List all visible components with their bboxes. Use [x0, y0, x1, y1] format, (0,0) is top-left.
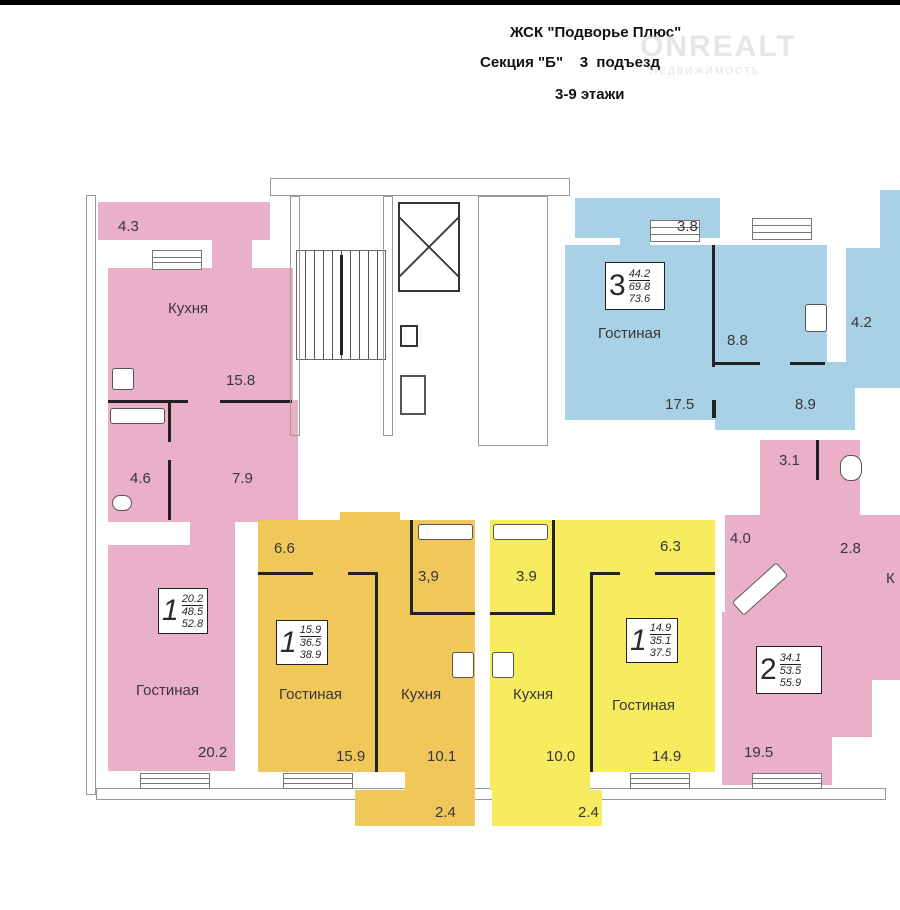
room-area: 10.1 — [427, 748, 457, 765]
room-area: 8.9 — [795, 396, 816, 413]
room-area: 3.1 — [779, 452, 800, 469]
room-area: 19.5 — [744, 744, 774, 761]
title-floors: 3-9 этажи — [555, 86, 625, 103]
room-area: 4.2 — [851, 314, 872, 331]
room-area: 3.8 — [677, 218, 698, 235]
room-area: 4.0 — [730, 530, 751, 547]
room-area: 4.6 — [130, 470, 151, 487]
watermark: ONREALT — [640, 30, 797, 63]
room-area: 3.9 — [516, 568, 537, 585]
room-area: 14.9 — [652, 748, 682, 765]
room-label: Кухня — [401, 686, 442, 703]
outer-wall-left — [86, 195, 96, 795]
room-label: Гостиная — [136, 682, 199, 699]
room-area: 4.3 — [118, 218, 139, 235]
room-label: Кухня — [513, 686, 554, 703]
room-area: 15.9 — [336, 748, 366, 765]
room-area: 20.2 — [198, 744, 228, 761]
room-area: 2.8 — [840, 540, 861, 557]
room-area: 10.0 — [546, 748, 576, 765]
room-area: 7.9 — [232, 470, 253, 487]
room-label: Кухня — [168, 300, 209, 317]
outer-wall-top — [270, 178, 570, 196]
room-area: 2.4 — [435, 804, 456, 821]
room-area: 6.6 — [274, 540, 295, 557]
room-label: Гостиная — [598, 325, 661, 342]
room-area: 6.3 — [660, 538, 681, 555]
room-area: 15.8 — [226, 372, 256, 389]
room-area: 2.4 — [578, 804, 599, 821]
room-label: Гостиная — [279, 686, 342, 703]
title-complex: ЖСК "Подворье Плюс" — [510, 24, 682, 41]
room-label: Гостиная — [612, 697, 675, 714]
room-area: 3,9 — [418, 568, 439, 585]
room-label-cut: К — [886, 570, 895, 587]
room-area: 8.8 — [727, 332, 748, 349]
title-section: Секция "Б" 3 подъезд — [480, 54, 660, 71]
watermark-sub: НЕДВИЖИМОСТЬ — [650, 66, 761, 77]
room-area: 17.5 — [665, 396, 695, 413]
top-bar — [0, 0, 900, 5]
